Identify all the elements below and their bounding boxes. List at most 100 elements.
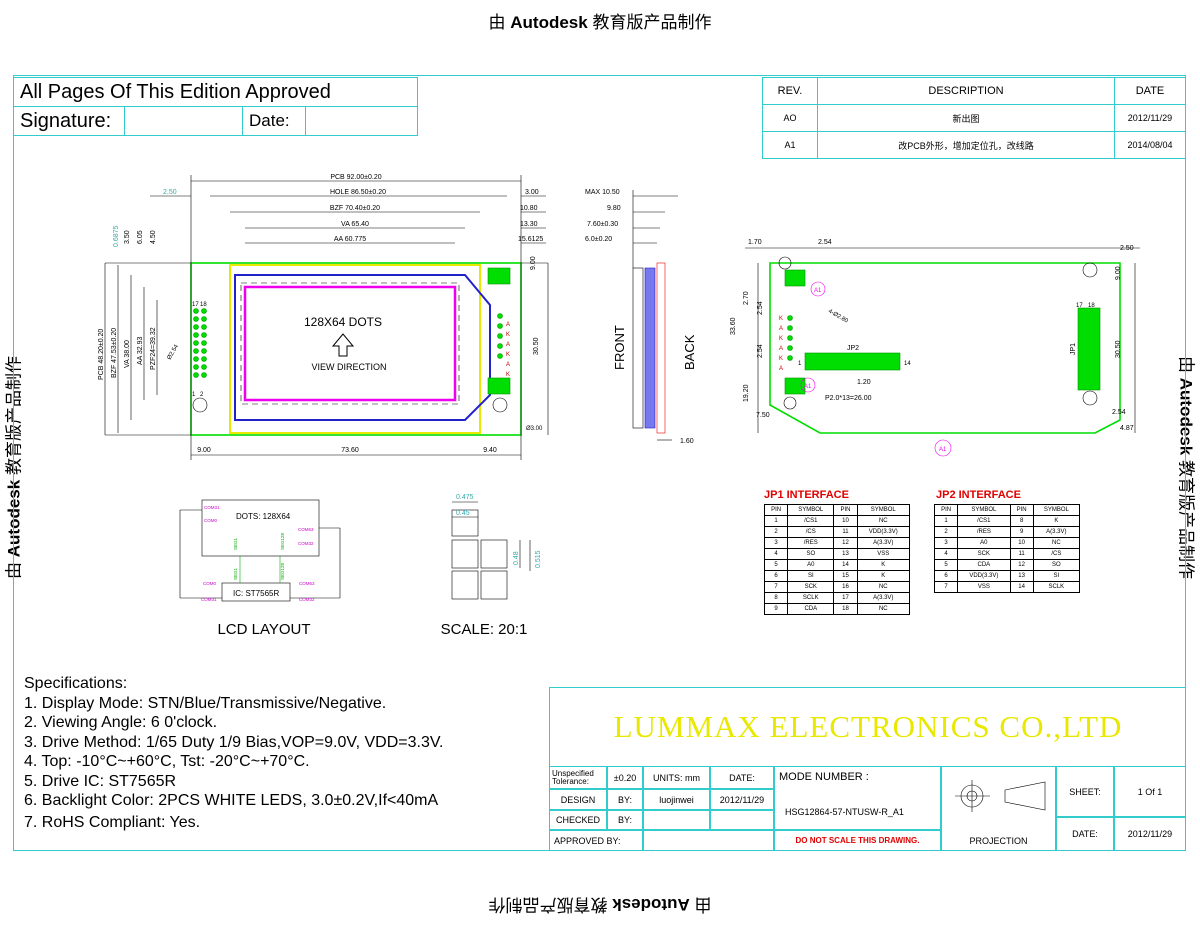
side-view (632, 190, 678, 441)
dots-label: 128X64 DOTS (304, 315, 382, 329)
table-cell: SO (1032, 559, 1081, 571)
table-cell: VDD(3.3V) (957, 570, 1011, 582)
lcd-pin-label: COM32 (299, 597, 315, 602)
dim-label: 9.00 (530, 256, 537, 270)
pin-label: K (779, 316, 783, 322)
table-cell: 4 (933, 548, 959, 560)
lcd-pin-label: SEG128 (280, 532, 285, 550)
dim-label: 2.54 (757, 301, 764, 315)
pin-label: 17 (192, 302, 199, 308)
spec-item: 6. Backlight Color: 2PCS WHITE LEDS, 3.0… (24, 792, 439, 809)
tolerance-value: ±0.20 (607, 766, 643, 789)
table-cell: NC (856, 581, 911, 593)
by-label: BY: (607, 789, 643, 810)
pin-label: A (506, 362, 510, 368)
pin-label: A (779, 326, 783, 332)
date-label: Date: (242, 106, 306, 136)
table-header: PIN (763, 504, 789, 516)
table-cell: 14 (833, 559, 858, 571)
dim-label: 2.50 (163, 189, 177, 196)
date-cell: 2014/08/04 (1114, 131, 1186, 159)
dim-label: 13.30 (520, 221, 538, 228)
table-cell: SCLK (787, 592, 835, 604)
table-cell: 6 (763, 570, 789, 582)
table-cell: K (1032, 515, 1081, 527)
dim-label: 0.6875 (113, 225, 120, 247)
table-cell: 5 (763, 559, 789, 571)
desc-cell: 新出图 (817, 104, 1115, 132)
table-cell: 12 (1009, 559, 1034, 571)
pin-header-right (487, 267, 511, 395)
table-cell: A0 (787, 559, 835, 571)
pin-label: 1 (798, 361, 802, 367)
dashed-area (240, 282, 460, 405)
jp1-title: JP1 INTERFACE (764, 489, 849, 501)
table-cell: /CS1 (787, 515, 835, 527)
dim-label: 73.60 (341, 447, 359, 454)
table-header: SYMBOL (1032, 504, 1081, 516)
pin-label: K (506, 372, 510, 378)
dim-label: 30.50 (1115, 340, 1122, 358)
description-header: DESCRIPTION (817, 77, 1115, 105)
design-label: DESIGN (549, 789, 607, 810)
rev-mark (800, 377, 816, 393)
lcd-pin-label: COM63 (298, 527, 314, 532)
table-cell: /CS (1032, 548, 1081, 560)
table-cell: 16 (833, 581, 858, 593)
pin-label: K (779, 336, 783, 342)
table-cell: VSS (957, 581, 1011, 593)
table-cell: A0 (957, 537, 1011, 549)
jp2-label: JP2 (847, 345, 859, 352)
lcd-pin-label: COM63 (299, 581, 315, 586)
active-area (243, 285, 457, 402)
pin-label: 17 (1076, 303, 1083, 309)
dim-label: AA 32.93 (137, 336, 144, 365)
view-direction-label: VIEW DIRECTION (311, 362, 386, 372)
dim-label: Ø2.54 (167, 343, 181, 361)
date-label: DATE: (710, 766, 774, 789)
lcd-layout (179, 499, 341, 602)
back-view (745, 247, 1140, 457)
table-header: SYMBOL (856, 504, 911, 516)
rev-cell: AO (762, 104, 818, 132)
table-cell: 8 (1009, 515, 1034, 527)
dim-label: 6.0±0.20 (585, 236, 612, 243)
signature-field[interactable] (124, 106, 243, 136)
table-cell: 13 (833, 548, 858, 560)
table-cell: SO (787, 548, 835, 560)
table-cell: 12 (833, 537, 858, 549)
table-cell: K (856, 570, 911, 582)
pin-label: 18 (1088, 303, 1095, 309)
dim-label: 4.50 (150, 230, 157, 244)
dim-label: P2.0*13=26.00 (825, 395, 872, 402)
scale-caption: SCALE: 20:1 (441, 621, 528, 638)
lcd-pin-label: SEG1 (233, 567, 238, 580)
spec-item: 3. Drive Method: 1/65 Duty 1/9 Bias,VOP=… (24, 733, 444, 751)
table-cell: NC (856, 603, 911, 615)
rev-cell: A1 (762, 131, 818, 159)
dim-label: 2.70 (743, 291, 750, 305)
approved-label: APPROVED BY: (549, 830, 643, 851)
table-cell: 18 (833, 603, 858, 615)
date-field[interactable] (305, 106, 418, 136)
table-cell: /CS1 (957, 515, 1011, 527)
projection-label: PROJECTION (969, 836, 1028, 846)
table-cell: 10 (1009, 537, 1034, 549)
lcd-dots-label: DOTS: 128X64 (236, 512, 291, 521)
dim-label: 9.00 (1115, 266, 1122, 280)
table-cell: 2 (763, 526, 789, 538)
dim-label: 9.00 (197, 447, 211, 454)
rev-mark (810, 281, 826, 297)
jp2-header (804, 352, 901, 371)
approval-block: All Pages Of This Edition Approved Signa… (13, 77, 418, 136)
lcd-pin-label: COM31 (204, 505, 220, 510)
rev-mark (934, 439, 952, 457)
table-cell: A(3.3V) (856, 592, 911, 604)
dim-label: 1.60 (680, 438, 694, 445)
by-label: BY: (607, 810, 643, 830)
